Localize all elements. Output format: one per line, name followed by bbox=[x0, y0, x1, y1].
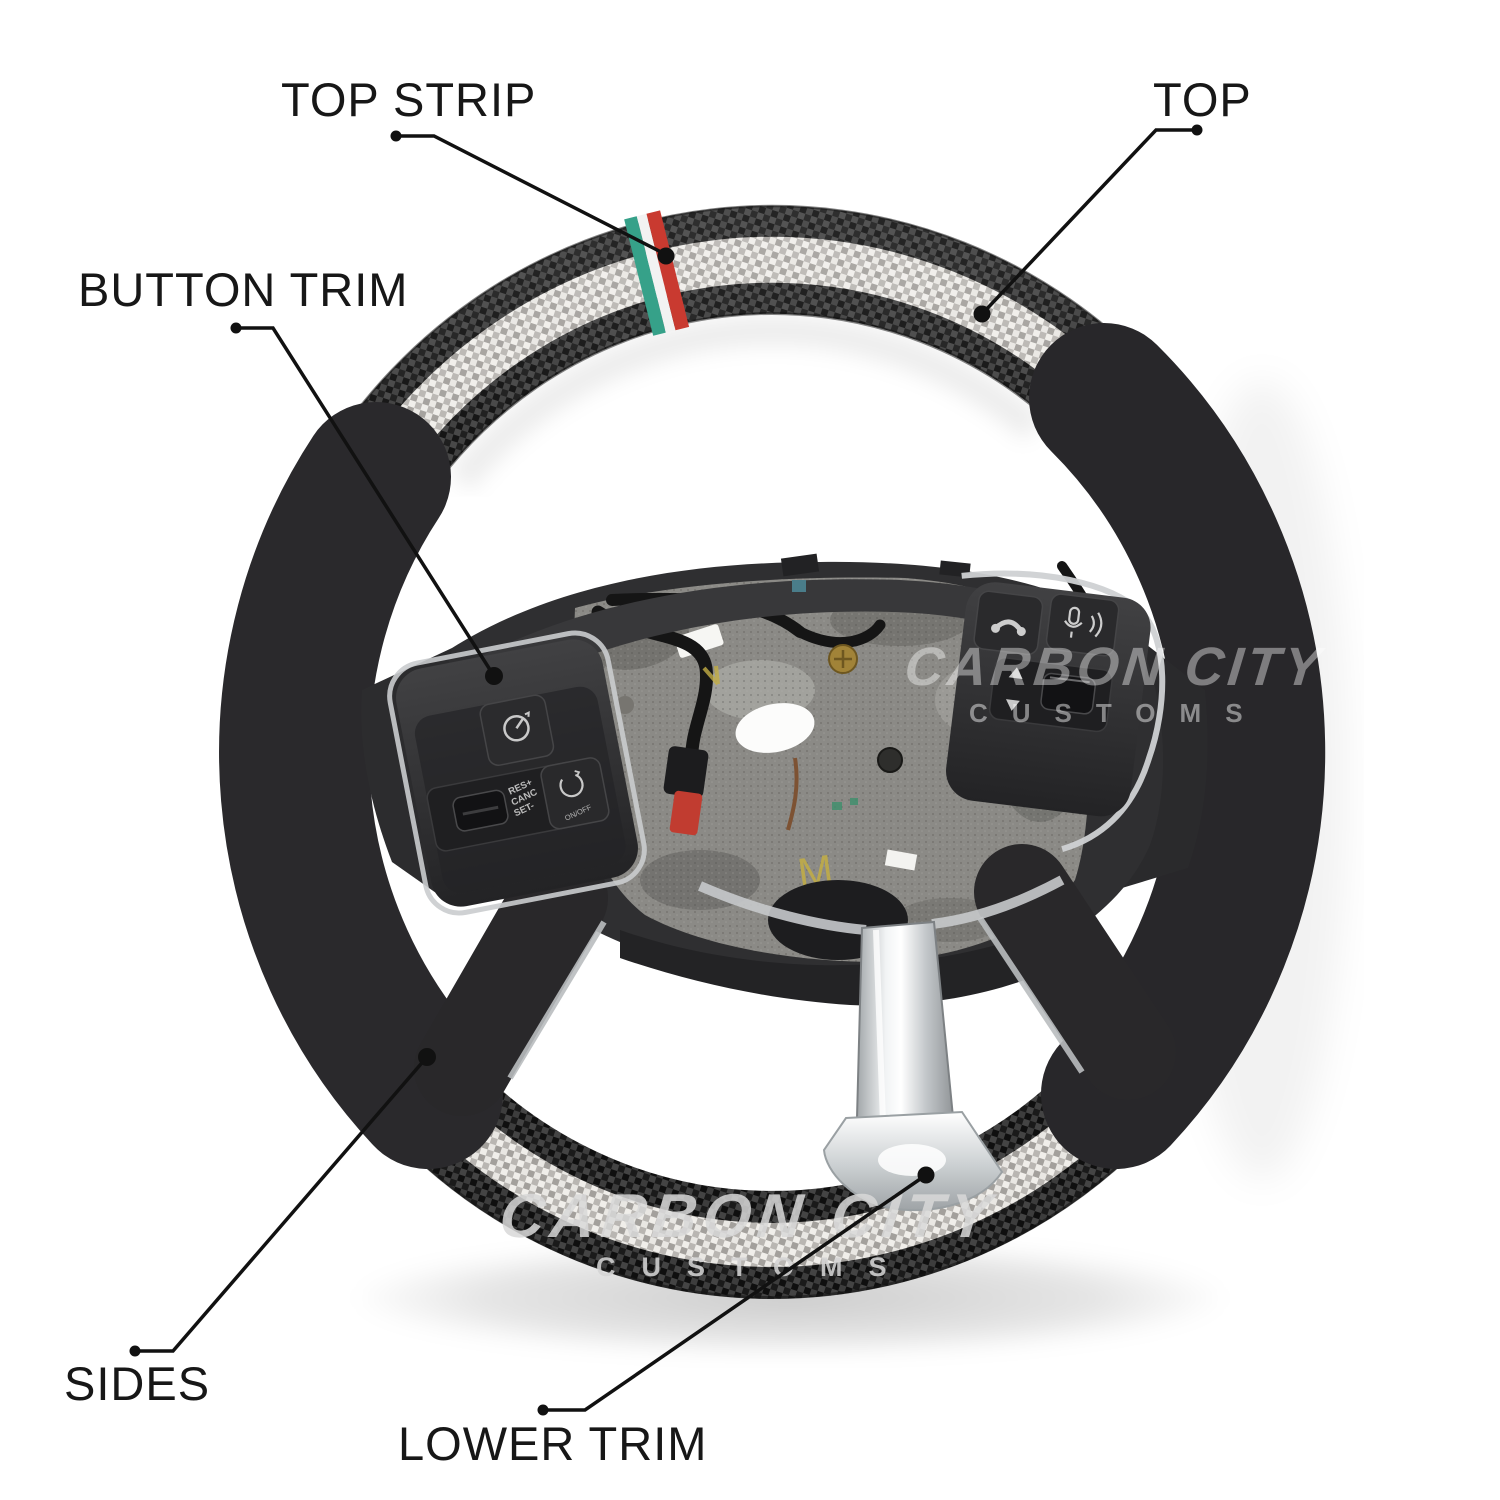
callout-lower-trim: LOWER TRIM bbox=[398, 1417, 708, 1470]
right-button-pod bbox=[945, 570, 1166, 852]
shroud-lower-lip bbox=[620, 925, 1060, 1006]
onoff-button: ON/OFF bbox=[540, 757, 610, 830]
left-button-pod: RES+ CANC SET- ON/OFF bbox=[387, 630, 647, 916]
hub-wire-brown bbox=[786, 757, 799, 831]
right-grip bbox=[1029, 323, 1326, 1169]
callout-button-trim: BUTTON TRIM bbox=[78, 263, 409, 316]
volume-rocker bbox=[1040, 672, 1096, 715]
shroud-upper-lip bbox=[470, 553, 1128, 694]
volume-panel bbox=[988, 657, 1113, 733]
green-marks bbox=[832, 798, 858, 810]
onoff-icon bbox=[559, 770, 584, 798]
callout-top: TOP bbox=[1153, 73, 1252, 126]
hub-opening bbox=[735, 703, 815, 753]
phone-icon bbox=[991, 619, 1026, 637]
voice-button bbox=[1045, 593, 1120, 657]
cruise-button bbox=[479, 694, 555, 766]
right-lower-spoke bbox=[974, 844, 1176, 1100]
phone-button bbox=[973, 590, 1044, 656]
arrow-up-icon bbox=[1008, 667, 1023, 680]
left-lower-spoke bbox=[414, 850, 608, 1116]
lower-spokes bbox=[414, 844, 1176, 1212]
cruise-icon bbox=[503, 711, 530, 742]
callout-sides: SIDES bbox=[64, 1357, 211, 1410]
arrow-down-icon bbox=[1005, 699, 1020, 711]
wire-connector-red bbox=[669, 790, 703, 836]
wire-connector-black bbox=[663, 746, 709, 798]
voice-icon bbox=[1064, 606, 1103, 638]
callout-top-strip: TOP STRIP bbox=[281, 73, 537, 126]
